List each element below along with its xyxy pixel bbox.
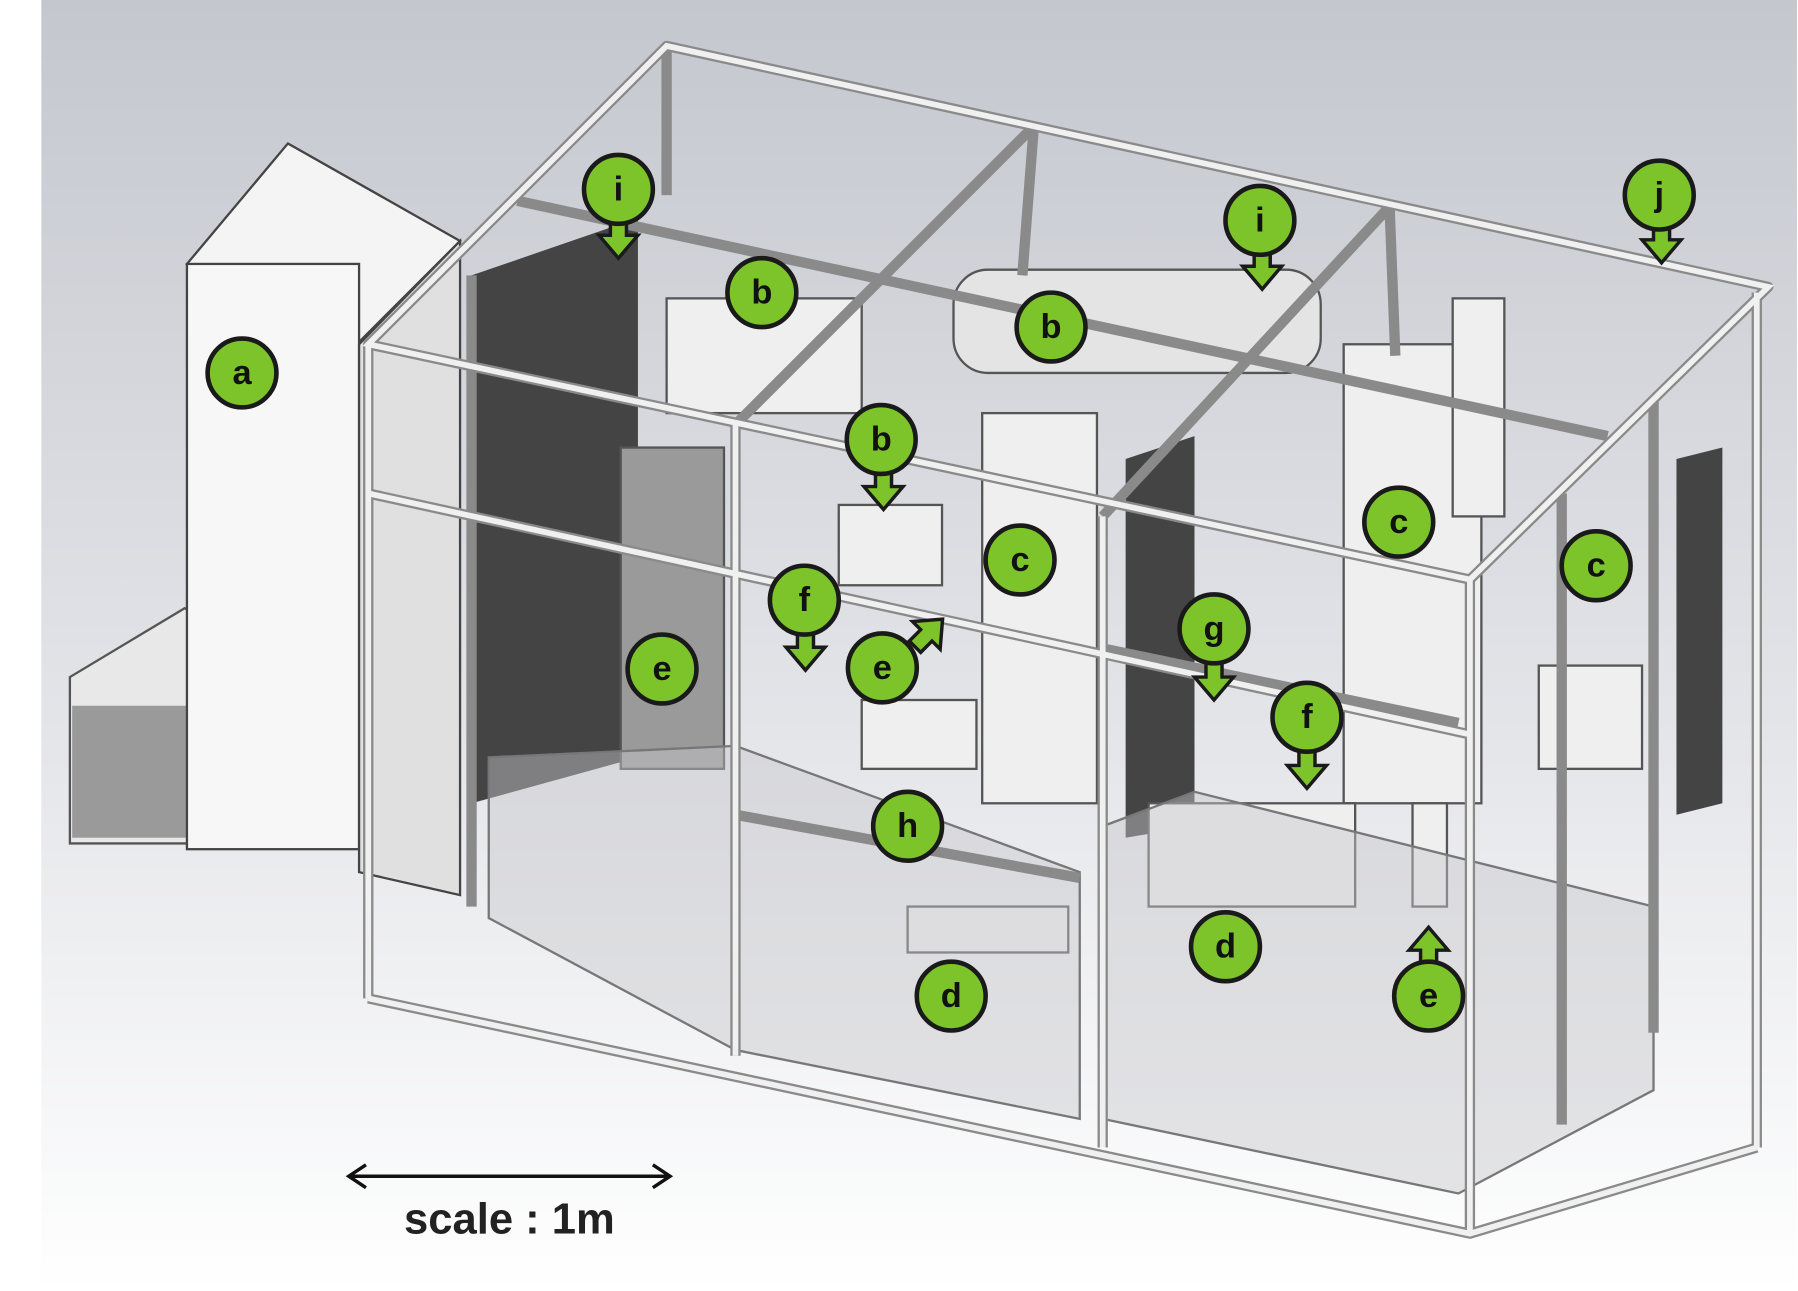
marker-g: g: [1180, 594, 1249, 663]
svg-text:j: j: [1653, 176, 1664, 214]
svg-text:c: c: [1010, 541, 1029, 579]
svg-text:h: h: [897, 807, 918, 845]
svg-text:a: a: [232, 354, 252, 392]
svg-text:i: i: [614, 170, 624, 208]
marker-b: b: [1017, 293, 1086, 362]
marker-a: a: [208, 339, 277, 408]
svg-text:c: c: [1587, 547, 1606, 585]
marker-b: b: [847, 405, 916, 474]
label-markers: a i b b b i j c c c e f e g f h d d e: [208, 155, 1694, 1031]
marker-f: f: [1273, 683, 1342, 752]
svg-text:e: e: [873, 649, 892, 687]
marker-h: h: [873, 792, 942, 861]
marker-c: c: [1364, 488, 1433, 557]
marker-j: j: [1625, 161, 1694, 230]
svg-text:e: e: [1419, 977, 1438, 1015]
svg-text:c: c: [1389, 503, 1408, 541]
svg-text:b: b: [871, 421, 892, 459]
svg-text:b: b: [1041, 308, 1062, 346]
double-arrow-icon: [345, 1163, 674, 1190]
marker-b: b: [727, 258, 796, 327]
svg-text:i: i: [1255, 201, 1265, 239]
svg-text:b: b: [751, 274, 772, 312]
marker-e: e: [848, 633, 917, 702]
scale-label: scale : 1m: [404, 1196, 615, 1244]
svg-text:d: d: [1215, 928, 1236, 966]
marker-f: f: [770, 566, 839, 635]
svg-text:g: g: [1203, 610, 1224, 648]
scale-bar: scale : 1m: [345, 1163, 674, 1244]
svg-text:f: f: [799, 581, 811, 619]
marker-d: d: [1191, 912, 1260, 981]
marker-e: e: [1394, 962, 1463, 1031]
svg-text:e: e: [652, 650, 671, 688]
marker-i: i: [1225, 186, 1294, 255]
marker-d: d: [917, 962, 986, 1031]
svg-text:f: f: [1301, 698, 1313, 736]
marker-e: e: [628, 635, 697, 704]
aluminum-frame: [362, 40, 1775, 1239]
marker-c: c: [1562, 531, 1631, 600]
dark-panels: [471, 218, 1723, 838]
svg-text:d: d: [941, 977, 962, 1015]
marker-c: c: [986, 526, 1055, 595]
marker-i: i: [584, 155, 653, 224]
